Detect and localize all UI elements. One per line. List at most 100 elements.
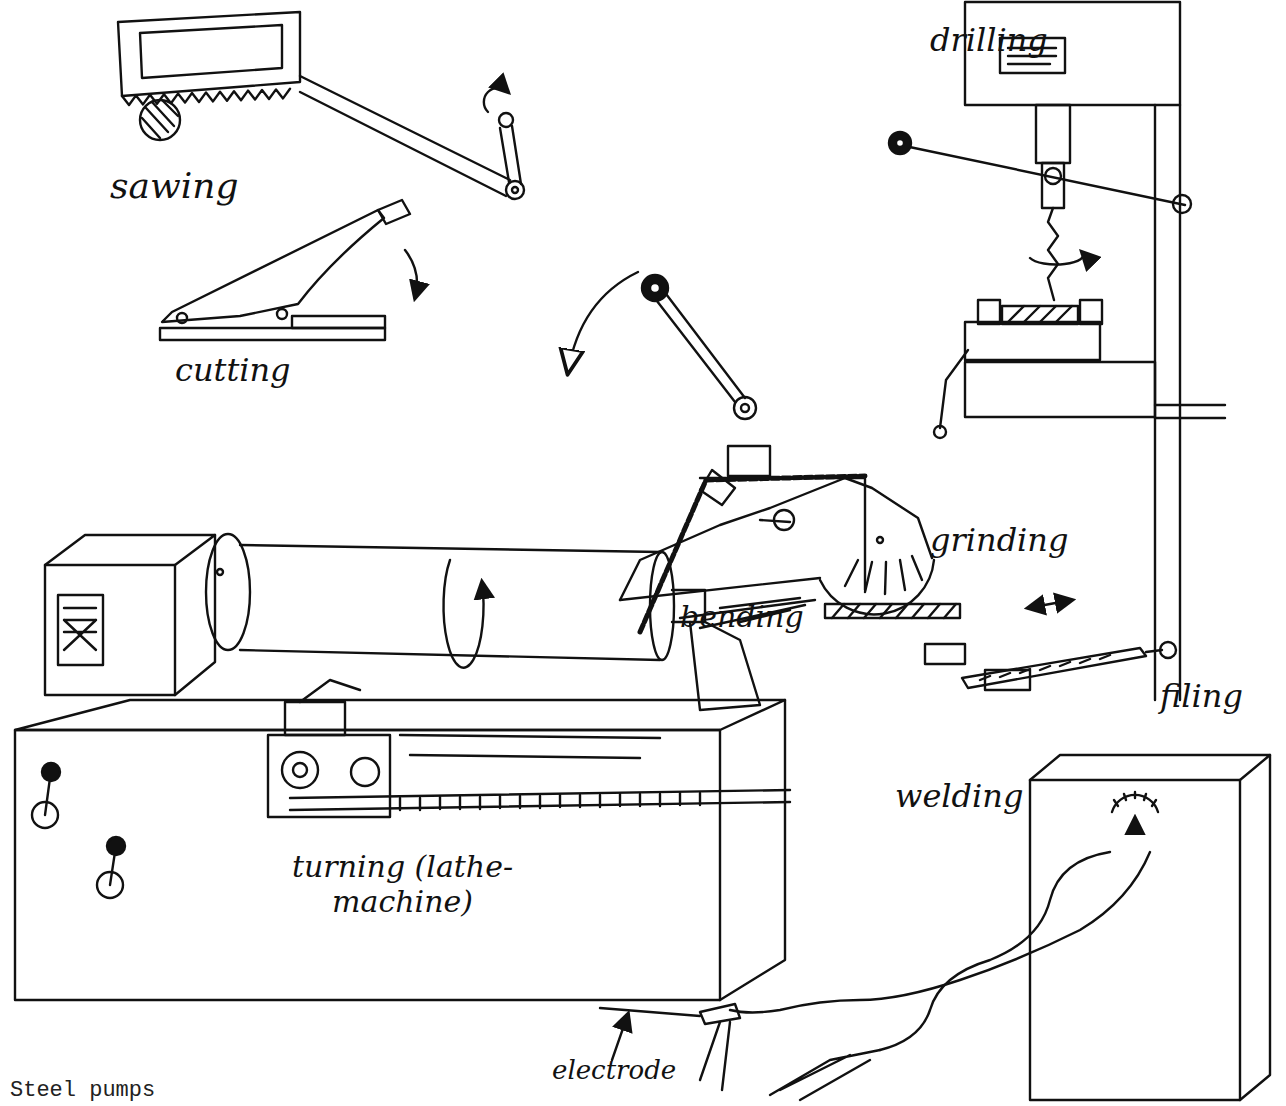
hacksaw-stroke — [118, 12, 300, 96]
operation-label: cutting — [175, 352, 291, 389]
welding-set-stroke — [1134, 818, 1136, 830]
lathe-stroke — [290, 790, 790, 810]
lathe-stroke — [720, 700, 785, 1000]
lever-shear-stroke — [162, 210, 384, 322]
pillar-drill-stroke — [965, 322, 1100, 360]
pillar-drill-stroke — [1173, 195, 1191, 213]
pillar-drill-stroke — [889, 132, 911, 154]
lathe — [15, 534, 790, 1000]
welding-set-stroke — [600, 1008, 700, 1016]
hand-file-stroke — [1028, 600, 1072, 608]
lever-shear-stroke — [160, 328, 385, 340]
pillar-drill-stroke — [1002, 306, 1078, 324]
lathe-stroke — [45, 778, 50, 815]
bending-device-stroke — [642, 275, 668, 301]
operation-label: drilling — [930, 22, 1048, 59]
operation-label: grinding — [930, 522, 1068, 559]
angle-grinder-stroke — [845, 556, 922, 594]
lathe-stroke — [45, 535, 215, 565]
lathe-stroke — [45, 565, 175, 695]
pillar-drill-stroke — [1036, 105, 1070, 163]
lathe-stroke — [690, 622, 760, 710]
hacksaw-stroke — [140, 25, 282, 78]
hacksaw-stroke — [500, 126, 521, 184]
pillar-drill-stroke — [1048, 208, 1058, 300]
hacksaw-stroke — [142, 100, 178, 138]
welding-set-stroke — [730, 852, 1150, 1013]
lever-shear-stroke — [177, 313, 187, 323]
bending-device-stroke — [650, 286, 745, 402]
lathe-stroke — [444, 560, 484, 668]
hacksaw-stroke — [300, 76, 510, 196]
lathe-stroke — [15, 700, 785, 730]
hacksaw-stroke — [499, 113, 513, 127]
bending-device-stroke — [728, 446, 770, 476]
operation-label: sawing — [110, 165, 239, 206]
bending-device-stroke — [700, 478, 865, 590]
lathe-stroke — [268, 735, 390, 817]
lathe-stroke — [42, 763, 60, 781]
lathe-stroke — [400, 735, 660, 758]
lathe-stroke — [110, 852, 115, 885]
lathe-stroke — [351, 758, 379, 786]
bending-device-stroke — [741, 404, 749, 412]
pillar-drill-stroke — [1030, 252, 1083, 264]
angle-grinder-stroke — [877, 537, 883, 543]
lever-shear — [160, 200, 417, 340]
welding-set-stroke — [1240, 755, 1270, 1100]
lever-shear-stroke — [405, 250, 417, 298]
hacksaw-stroke — [484, 88, 508, 112]
welding-set-stroke — [1114, 792, 1156, 806]
pillar-drill-stroke — [1155, 105, 1180, 700]
pillar-drill-stroke — [900, 145, 1185, 205]
lathe-stroke — [293, 763, 307, 777]
lever-shear-stroke — [292, 316, 385, 328]
pillar-drill — [889, 2, 1225, 700]
pillar-drill-stroke — [1042, 163, 1064, 208]
lathe-stroke — [285, 702, 345, 735]
pillar-drill-stroke — [1080, 300, 1102, 324]
lathe-stroke — [217, 569, 223, 575]
caption: Steel pumps — [10, 1078, 155, 1103]
angle-grinder-stroke — [825, 604, 960, 618]
lathe-stroke — [58, 595, 103, 665]
angle-grinder-stroke — [832, 604, 956, 618]
operation-label: filing — [1160, 678, 1243, 715]
pillar-drill-stroke — [896, 139, 904, 147]
welding-set-stroke — [1030, 755, 1270, 780]
pillar-drill-stroke — [965, 362, 1155, 417]
hand-file-stroke — [962, 648, 1146, 688]
bending-device — [568, 272, 865, 632]
lathe-stroke — [15, 730, 720, 1000]
hacksaw-stroke — [122, 89, 290, 105]
hand-file — [925, 600, 1176, 690]
operation-label: turning (lathe-machine) — [285, 850, 520, 919]
bending-device-stroke — [568, 272, 638, 372]
pillar-drill-stroke — [1008, 306, 1072, 322]
hacksaw-stroke — [512, 187, 518, 193]
welding-set-stroke — [700, 1022, 730, 1090]
hand-file-stroke — [925, 644, 965, 664]
lever-shear-stroke — [277, 309, 287, 319]
hand-file-stroke — [980, 655, 1110, 680]
lathe-stroke — [650, 552, 674, 660]
lathe-stroke — [282, 752, 318, 788]
angle-grinder-stroke — [620, 578, 820, 600]
lathe-stroke — [206, 534, 250, 650]
welding-set-stroke — [880, 852, 1110, 1050]
lever-shear-stroke — [378, 200, 410, 224]
angle-grinder-stroke — [774, 510, 794, 530]
hacksaw-stroke — [140, 100, 180, 140]
pillar-drill-stroke — [978, 300, 1000, 324]
pillar-drill-stroke — [934, 426, 946, 438]
lathe-stroke — [300, 680, 360, 702]
welding-set-stroke — [770, 1050, 880, 1100]
operation-label: welding — [895, 778, 1023, 815]
pillar-drill-stroke — [1155, 405, 1225, 418]
bending-device-stroke — [734, 397, 756, 419]
bending-device-stroke — [650, 283, 660, 293]
welding-set-stroke — [612, 1014, 628, 1060]
angle-grinder-stroke — [620, 478, 932, 600]
operation-label: bending — [680, 600, 804, 635]
